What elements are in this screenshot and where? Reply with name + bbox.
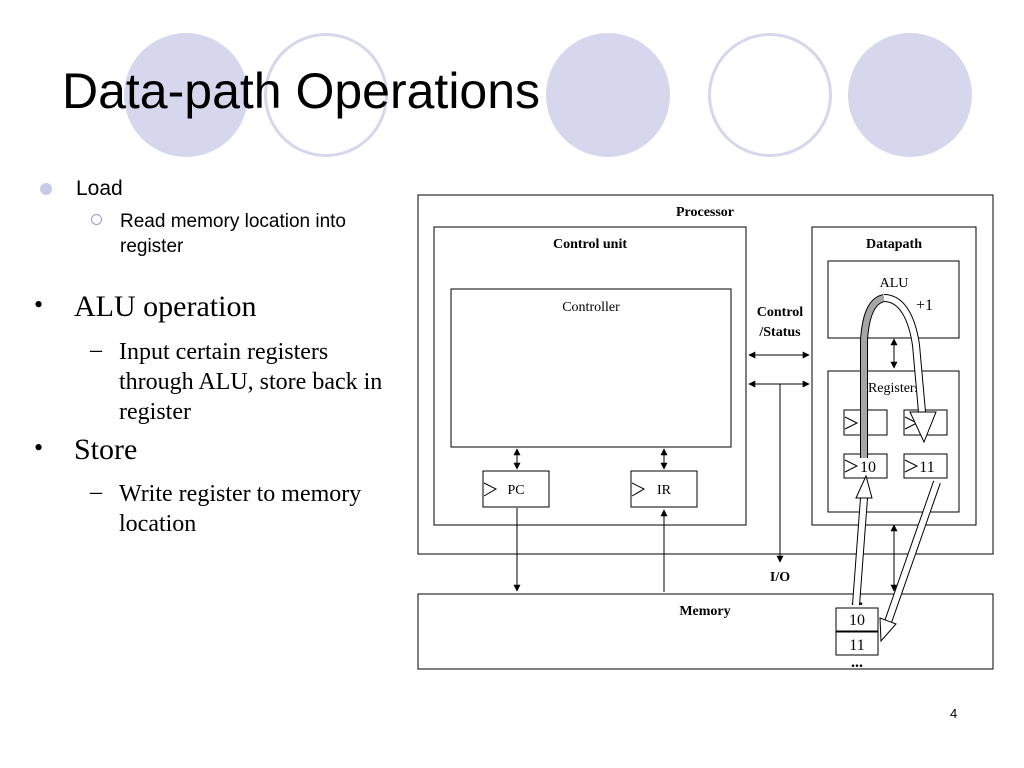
alu-return-arc-fill xyxy=(883,295,925,413)
pc-label: PC xyxy=(507,483,524,498)
controller-box xyxy=(450,288,732,448)
clock-icon xyxy=(483,482,498,497)
memory-ellipsis-bottom: ... xyxy=(851,654,863,671)
memory-cell-11 xyxy=(835,631,879,656)
memory-cell-10 xyxy=(835,607,879,632)
sub-bullet-dash: – xyxy=(90,337,102,363)
memory-cell-10-label: 10 xyxy=(849,612,865,629)
sub-bullet-load-desc: Read memory location into register xyxy=(120,211,346,257)
control-unit-label: Control unit xyxy=(553,237,627,252)
clock-icon xyxy=(844,416,859,430)
memory-cell-11-label: 11 xyxy=(849,637,864,654)
alu-loop-arc-fill xyxy=(861,295,885,458)
register-10-label: 10 xyxy=(860,459,876,476)
datapath-label: Datapath xyxy=(866,237,922,252)
plus-one-label: +1 xyxy=(916,297,933,314)
clock-icon xyxy=(844,459,859,473)
bullet-dot xyxy=(40,183,52,195)
clock-icon xyxy=(631,482,646,497)
alu-label: ALU xyxy=(880,276,909,291)
processor-label: Processor xyxy=(676,205,734,220)
register-11-label: 11 xyxy=(919,459,934,476)
decor-circle-2 xyxy=(264,33,388,157)
load-arrowhead xyxy=(855,474,873,499)
controller-label: Controller xyxy=(562,300,620,315)
decor-circle-1 xyxy=(124,33,248,157)
memory-label: Memory xyxy=(679,604,730,619)
load-arrow-fill xyxy=(853,497,867,606)
pc-register xyxy=(482,470,550,508)
control-status-label: /Status xyxy=(758,325,801,340)
decor-circle-5 xyxy=(848,33,972,157)
slide-title: Data-path Operations xyxy=(62,63,541,119)
decor-circle-4 xyxy=(708,33,832,157)
bullet-store: Store xyxy=(74,433,138,466)
registers-label: Registers xyxy=(868,381,920,396)
sub-bullet-alu-desc: Input certain registers through ALU, sto… xyxy=(119,339,383,425)
bullet-alu-operation: ALU operation xyxy=(74,290,257,323)
sub-bullet-store-desc: Write register to memory location xyxy=(119,481,362,537)
bullet-load: Load xyxy=(76,177,123,200)
ir-label: IR xyxy=(657,483,672,498)
bullet-dot: • xyxy=(34,290,44,319)
ir-register xyxy=(630,470,698,508)
store-arrowhead xyxy=(879,617,897,643)
io-label: I/O xyxy=(770,570,790,585)
clock-icon xyxy=(904,459,919,473)
page-number: 4 xyxy=(950,706,958,721)
control-status-label: Control xyxy=(757,305,804,320)
bullet-dot: • xyxy=(34,433,44,462)
decor-circle-3 xyxy=(546,33,670,157)
register-11 xyxy=(903,453,948,479)
sub-bullet-ring xyxy=(91,214,102,225)
store-arrow-fill xyxy=(885,481,940,623)
alu-return-arrowhead xyxy=(909,411,937,444)
sub-bullet-dash: – xyxy=(90,479,102,505)
